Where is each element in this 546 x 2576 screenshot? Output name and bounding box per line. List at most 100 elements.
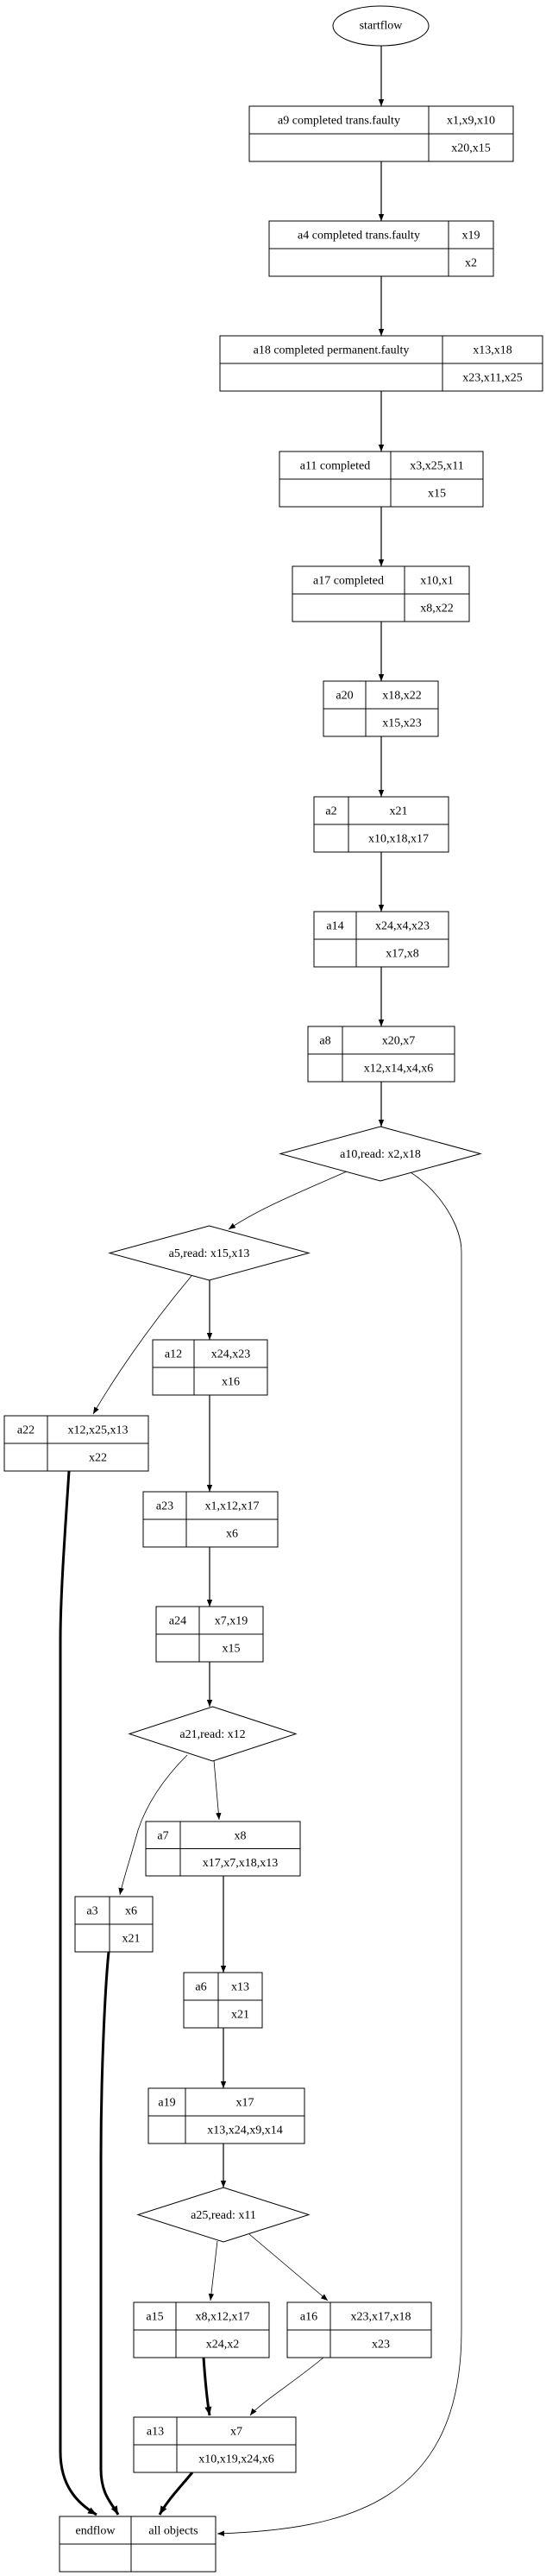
record-write-set: x7,x19 [215,1615,248,1628]
record-write-set: x24,x23 [211,1348,251,1361]
record-label: a23 [156,1500,173,1513]
node-a21[interactable]: a21,read: x12 [128,1706,298,1762]
node-a12[interactable]: a12 x24,x23 x16 [152,1339,268,1396]
record-read-set: x20,x15 [451,142,491,155]
node-a5[interactable]: a5,read: x15,x13 [108,1225,311,1281]
node-label: startflow [360,20,404,33]
decision-label: a5,read: x15,x13 [169,1247,250,1260]
record-read-set: x21 [231,2009,249,2022]
record-write-set: x3,x25,x11 [410,460,463,473]
record-write-set: x13,x18 [473,344,512,357]
record-label: a18 completed permanent.faulty [254,344,410,357]
node-a10[interactable]: a10,read: x2,x18 [279,1126,482,1182]
record-label: a15 [146,2311,163,2324]
edge-a25-a15 [208,2240,218,2301]
edge-a22-endflow [59,1470,97,2516]
edge-a16-a13 [249,2357,324,2416]
record-label: a4 completed trans.faulty [298,230,420,243]
node-a8[interactable]: a8 x20,x7 x12,x14,x4,x6 [307,1026,455,1083]
node-a14[interactable]: a14 x24,x4,x23 x17,x8 [313,911,449,968]
edge-a21-a7 [213,1759,222,1821]
record-label: a2 [325,805,336,818]
record-read-set: x21 [122,1933,141,1946]
node-a22[interactable]: a22 x12,x25,x13 x22 [3,1415,149,1472]
node-a11[interactable]: a11 completed x3,x25,x11 x15 [279,451,484,508]
record-write-set: x1,x12,x17 [205,1500,260,1513]
record-write-set: x21 [390,805,408,818]
record-read-set: x17,x8 [386,948,419,961]
decision-shape [128,1706,298,1762]
edge-a10-a5 [228,1171,348,1230]
record-label: a13 [147,2426,164,2439]
edge-a5-a22 [92,1275,192,1415]
record-write-set: x24,x4,x23 [375,920,430,933]
record-label: a11 completed [300,460,371,473]
record-read-set: x10,x18,x17 [368,833,429,846]
record-read-set: x23 [372,2339,390,2352]
record-label: a24 [169,1615,186,1628]
node-a6[interactable]: a6 x13 x21 [183,1972,263,2029]
record-write-set: x13 [231,1981,249,1994]
record-read-set: x6 [226,1528,238,1541]
record-read-set: x12,x14,x4,x6 [364,1063,434,1076]
edge-a13-endflow [158,2472,194,2516]
edge-a15-a13 [202,2357,212,2416]
record-label: a14 [326,920,343,933]
node-a16[interactable]: a16 x23,x17,x18 x23 [286,2301,432,2358]
record-write-set: x18,x22 [382,690,422,703]
node-shape [332,5,430,47]
record-write-set: x12,x25,x13 [68,1424,129,1437]
record-label: a7 [157,1829,168,1842]
decision-shape [136,2187,311,2243]
record-write-set: x8 [235,1829,247,1842]
record-read-set: x16 [222,1376,240,1389]
record-read-set: x24,x2 [206,2339,240,2352]
record-label: a12 [165,1348,182,1361]
record-label: a6 [195,1981,206,1994]
record-label: a17 completed [313,575,384,588]
node-startflow[interactable]: startflow [332,5,430,47]
node-a25[interactable]: a25,read: x11 [136,2187,311,2243]
node-a24[interactable]: a24 x7,x19 x15 [155,1606,264,1663]
record-write-set: x19 [462,230,480,243]
record-read-set: x15,x23 [382,717,422,730]
record-read-set: x22 [89,1452,107,1465]
node-a9[interactable]: a9 completed trans.faulty x1,x9,x10 x20,x1… [248,105,514,162]
record-write-set: all objects [148,2525,198,2538]
record-write-set: x10,x1 [420,575,454,588]
record-read-set: x15 [223,1643,241,1656]
record-write-set: x1,x9,x10 [447,115,495,128]
node-a2[interactable]: a2 x21 x10,x18,x17 [313,796,449,853]
record-read-set: x17,x7,x18,x13 [203,1857,279,1870]
nodes-layer: startflow a9 completed trans.faulty x1,x9,… [3,5,543,2573]
node-a23[interactable]: a23 x1,x12,x17 x6 [142,1491,279,1548]
record-write-set: x17 [236,2097,254,2110]
node-a7[interactable]: a7 x8 x17,x7,x18,x13 [145,1821,301,1877]
decision-shape [108,1225,311,1281]
decision-label: a21,read: x12 [179,1728,245,1741]
record-label: a8 [319,1035,330,1048]
record-label: a19 [158,2097,175,2110]
edge-a21-a3 [118,1754,188,1896]
record-write-set: x23,x17,x18 [351,2311,411,2324]
record-label: a16 [300,2311,317,2324]
decision-label: a10,read: x2,x18 [340,1148,421,1161]
record-write-set: x7 [230,2426,242,2439]
record-label: a22 [17,1424,35,1437]
record-read-set: x15 [428,488,446,501]
record-read-set: x8,x22 [420,603,454,616]
record-write-set: x20,x7 [382,1035,416,1048]
node-a17[interactable]: a17 completed x10,x1 x8,x22 [292,565,470,622]
record-label: a3 [86,1905,97,1918]
decision-shape [279,1126,482,1182]
record-label: a9 completed trans.faulty [278,115,400,128]
